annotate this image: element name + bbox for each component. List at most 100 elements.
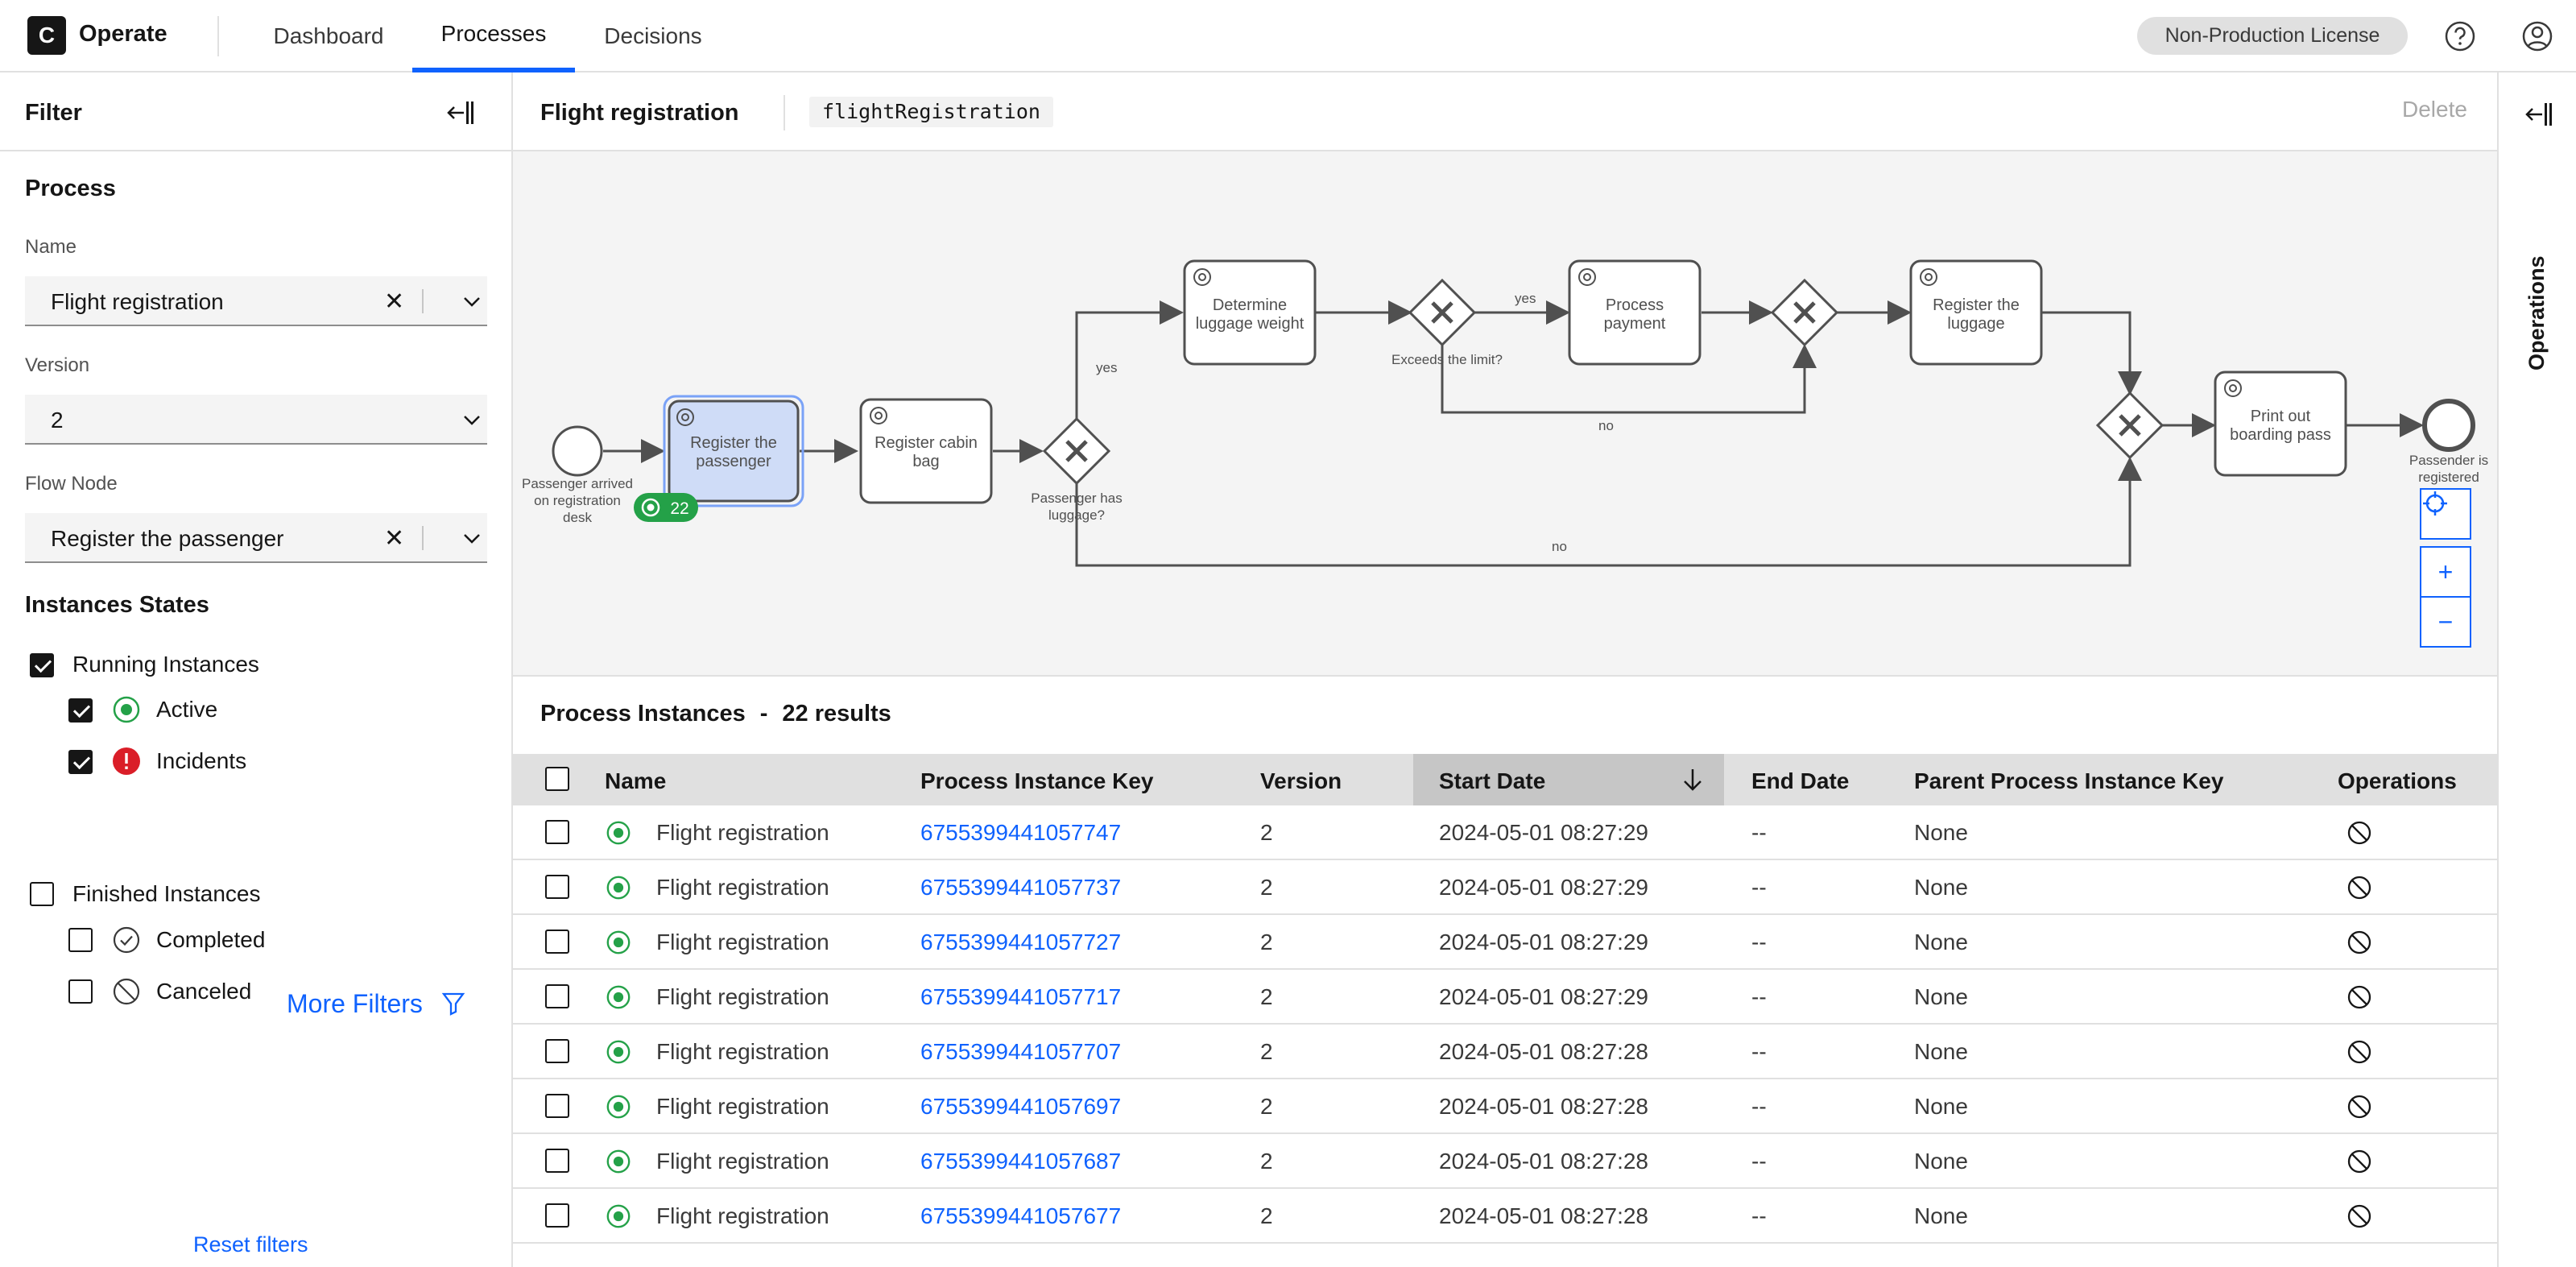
table-row[interactable]: Flight registration675539944105771722024… xyxy=(513,970,2497,1025)
row-checkbox[interactable] xyxy=(545,1203,569,1228)
operations-panel: Operations xyxy=(2497,72,2576,1267)
running-instances-label[interactable]: Running Instances xyxy=(72,652,259,677)
chevron-down-icon[interactable] xyxy=(461,528,482,549)
end-event[interactable] xyxy=(2425,401,2473,449)
cancel-instance-icon[interactable] xyxy=(2346,929,2373,956)
clear-flow-node-icon[interactable]: ✕ xyxy=(384,524,404,553)
cancel-instance-icon[interactable] xyxy=(2346,1093,2373,1120)
tab-dashboard[interactable]: Dashboard xyxy=(256,0,401,72)
row-checkbox[interactable] xyxy=(545,820,569,844)
row-checkbox[interactable] xyxy=(545,1149,569,1173)
delete-process-button[interactable]: Delete xyxy=(2402,97,2467,122)
process-header: Flight registration flightRegistration D… xyxy=(513,72,2497,151)
instance-key-link[interactable]: 6755399441057697 xyxy=(920,1094,1121,1120)
row-checkbox[interactable] xyxy=(545,875,569,899)
tab-processes[interactable]: Processes xyxy=(412,0,575,72)
row-checkbox[interactable] xyxy=(545,1039,569,1063)
table-row[interactable]: Flight registration675539944105770722024… xyxy=(513,1025,2497,1079)
instance-key-link[interactable]: 6755399441057677 xyxy=(920,1203,1121,1229)
instance-key-link[interactable]: 6755399441057687 xyxy=(920,1149,1121,1174)
cancel-instance-icon[interactable] xyxy=(2346,1203,2373,1230)
cancel-instance-icon[interactable] xyxy=(2346,1038,2373,1066)
bpmn-canvas[interactable]: Passenger arrivedon registrationdesk Reg… xyxy=(513,151,2497,677)
column-header-end-date[interactable]: End Date xyxy=(1751,768,1849,794)
tab-decisions[interactable]: Decisions xyxy=(585,0,722,72)
instance-name: Flight registration xyxy=(656,1094,829,1120)
clear-name-icon[interactable]: ✕ xyxy=(384,288,404,316)
select-all-checkbox[interactable] xyxy=(545,767,569,791)
column-header-start-date[interactable]: Start Date xyxy=(1439,768,1545,794)
flow-node-combobox[interactable]: Register the passenger ✕ xyxy=(25,513,487,563)
canceled-label[interactable]: Canceled xyxy=(156,979,251,1004)
cancel-instance-icon[interactable] xyxy=(2346,874,2373,901)
instance-key-link[interactable]: 6755399441057707 xyxy=(920,1039,1121,1065)
column-header-key[interactable]: Process Instance Key xyxy=(920,768,1154,794)
column-header-version[interactable]: Version xyxy=(1260,768,1342,794)
instance-start-date: 2024-05-01 08:27:28 xyxy=(1439,1203,1648,1229)
active-label[interactable]: Active xyxy=(156,697,217,723)
header-divider xyxy=(217,16,219,56)
cancel-instance-icon[interactable] xyxy=(2346,819,2373,847)
incidents-checkbox[interactable] xyxy=(68,750,93,774)
expand-operations-icon[interactable] xyxy=(2523,98,2555,130)
start-event[interactable] xyxy=(553,427,602,475)
column-header-parent-key[interactable]: Parent Process Instance Key xyxy=(1914,768,2223,794)
table-row[interactable]: Flight registration675539944105767722024… xyxy=(513,1189,2497,1244)
active-state-icon xyxy=(605,874,632,901)
help-icon[interactable] xyxy=(2443,19,2477,53)
row-checkbox[interactable] xyxy=(545,984,569,1008)
instance-key-link[interactable]: 6755399441057727 xyxy=(920,930,1121,955)
collapse-panel-icon[interactable] xyxy=(444,97,477,129)
sort-descending-icon[interactable] xyxy=(1681,767,1705,793)
camunda-logo[interactable]: C xyxy=(27,16,66,55)
reset-filters-button[interactable]: Reset filters xyxy=(193,1232,308,1257)
table-row[interactable]: Flight registration675539944105769722024… xyxy=(513,1079,2497,1134)
completed-label[interactable]: Completed xyxy=(156,927,265,953)
incident-state-icon xyxy=(112,747,141,776)
instance-name: Flight registration xyxy=(656,930,829,955)
table-row[interactable]: Flight registration675539944105774722024… xyxy=(513,805,2497,860)
finished-instances-label[interactable]: Finished Instances xyxy=(72,881,260,907)
chevron-down-icon[interactable] xyxy=(461,291,482,312)
active-checkbox[interactable] xyxy=(68,698,93,723)
completed-checkbox[interactable] xyxy=(68,928,93,952)
sequence-flow xyxy=(2041,313,2130,393)
instance-end-date: -- xyxy=(1751,820,1767,846)
cancel-instance-icon[interactable] xyxy=(2346,1148,2373,1175)
column-header-operations: Operations xyxy=(2338,768,2457,794)
more-filters-button[interactable]: More Filters xyxy=(287,989,423,1019)
table-row[interactable]: Flight registration675539944105772722024… xyxy=(513,915,2497,970)
table-row[interactable]: Flight registration675539944105768722024… xyxy=(513,1134,2497,1189)
canceled-checkbox[interactable] xyxy=(68,979,93,1004)
column-header-name[interactable]: Name xyxy=(605,768,666,794)
instance-key-link[interactable]: 6755399441057747 xyxy=(920,820,1121,846)
running-instances-checkbox[interactable] xyxy=(30,653,54,677)
operations-label[interactable]: Operations xyxy=(2524,255,2549,371)
bpmn-diagram[interactable]: Passenger arrivedon registrationdesk Reg… xyxy=(513,151,2497,677)
cancel-instance-icon[interactable] xyxy=(2346,983,2373,1011)
row-checkbox[interactable] xyxy=(545,930,569,954)
version-select[interactable]: 2 xyxy=(25,395,487,445)
zoom-out-button[interactable]: − xyxy=(2420,596,2471,648)
license-tag[interactable]: Non-Production License xyxy=(2137,17,2408,55)
reset-diagram-zoom-button[interactable] xyxy=(2420,488,2471,540)
active-state-icon xyxy=(605,929,632,956)
instance-key-link[interactable]: 6755399441057737 xyxy=(920,875,1121,901)
active-state-icon xyxy=(605,983,632,1011)
instance-key-link[interactable]: 6755399441057717 xyxy=(920,984,1121,1010)
finished-instances-checkbox[interactable] xyxy=(30,882,54,906)
table-row[interactable]: Flight registration675539944105773722024… xyxy=(513,860,2497,915)
start-event-label-line: desk xyxy=(563,510,592,525)
name-combobox[interactable]: Flight registration ✕ xyxy=(25,276,487,326)
task-label-line: Register the xyxy=(1933,296,2020,314)
filter-funnel-icon[interactable] xyxy=(441,991,465,1016)
chevron-down-icon[interactable] xyxy=(461,409,482,430)
row-checkbox[interactable] xyxy=(545,1094,569,1118)
app-name[interactable]: Operate xyxy=(79,21,167,48)
user-icon[interactable] xyxy=(2520,19,2554,53)
instance-end-date: -- xyxy=(1751,1149,1767,1174)
gateway-label-line: luggage? xyxy=(1048,507,1105,523)
flow-yes-label: yes xyxy=(1096,360,1117,375)
incidents-label[interactable]: Incidents xyxy=(156,748,246,774)
zoom-in-button[interactable]: + xyxy=(2420,546,2471,598)
